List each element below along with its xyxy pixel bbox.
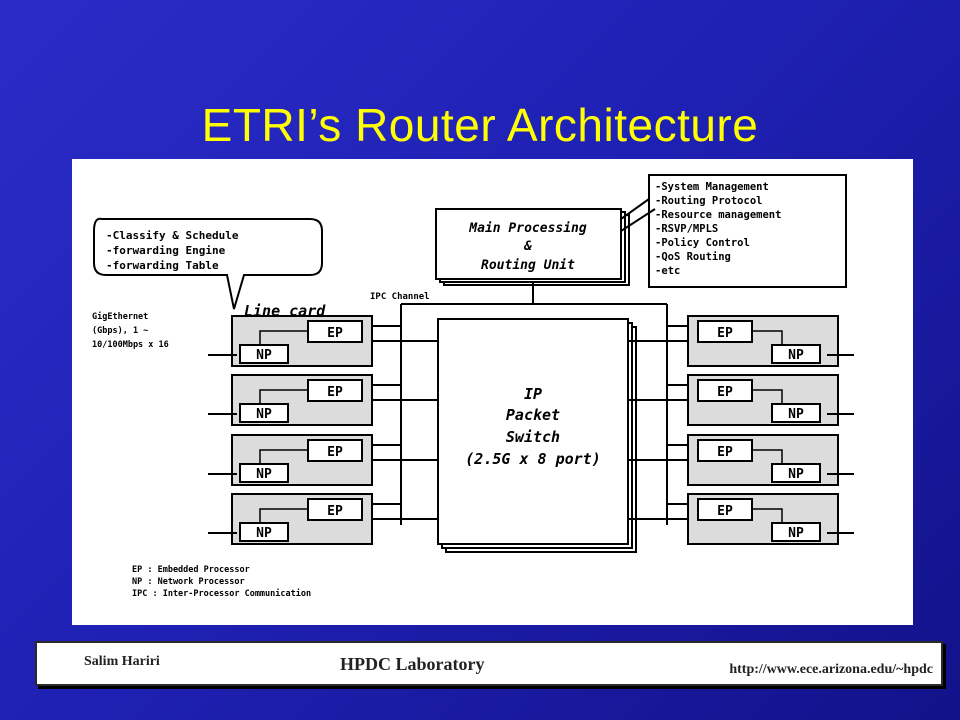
ep-np-link	[259, 508, 308, 523]
ep-box	[307, 498, 363, 521]
gige-label-line: 10/100Mbps x 16	[92, 340, 169, 350]
switch-label-line: Switch	[506, 428, 560, 446]
legend-item: NP : Network Processor	[132, 577, 245, 587]
ep-np-link	[744, 449, 783, 464]
ep-label: EP	[717, 445, 733, 460]
ep-box	[697, 379, 753, 402]
main-function-item: -etc	[655, 265, 680, 277]
main-function-item: -Routing Protocol	[655, 195, 762, 207]
gige-label-line: GigEthernet	[92, 311, 148, 322]
main-function-item: -QoS Routing	[655, 251, 731, 263]
ep-box	[307, 439, 363, 462]
np-box	[239, 463, 289, 483]
line-card-function: -forwarding Engine	[106, 244, 226, 257]
np-label: NP	[788, 407, 804, 422]
ep-np-link	[259, 389, 308, 404]
np-label: NP	[788, 526, 804, 541]
main-function-item: -System Management	[655, 181, 769, 193]
np-label: NP	[256, 526, 272, 541]
main-unit-line-2: &	[523, 239, 532, 254]
ep-label: EP	[327, 504, 343, 519]
ep-label: EP	[717, 504, 733, 519]
ep-np-link	[744, 330, 783, 345]
lab-name: HPDC Laboratory	[340, 654, 485, 674]
line-card-callout	[93, 217, 323, 310]
router-architecture-diagram: Main Processing & Routing Unit -System M…	[72, 159, 913, 625]
main-functions-list: -System Management -Routing Protocol -Re…	[655, 181, 781, 277]
np-box	[771, 522, 821, 542]
main-functions-callout	[648, 174, 847, 288]
ep-np-link	[259, 449, 308, 464]
line-card-function: -Classify & Schedule	[106, 229, 239, 242]
np-label: NP	[256, 348, 272, 363]
ep-box	[697, 439, 753, 462]
legend-item: IPC : Inter-Processor Communication	[132, 588, 311, 599]
main-function-item: -RSVP/MPLS	[655, 223, 718, 235]
switch-label-line: Packet	[506, 406, 560, 424]
legend-item: EP : Embedded Processor	[132, 565, 250, 575]
slide-title: ETRI’s Router Architecture	[201, 99, 759, 151]
ep-label: EP	[327, 326, 343, 341]
ep-np-link	[744, 508, 783, 523]
ep-label: EP	[327, 445, 343, 460]
ep-box	[697, 320, 753, 343]
main-function-item: -Resource management	[655, 209, 781, 221]
np-box	[771, 344, 821, 364]
ep-label: EP	[327, 385, 343, 400]
diagram-svg: Main Processing & Routing Unit -System M…	[92, 174, 854, 599]
main-unit-line-3: Routing Unit	[481, 258, 575, 273]
author-name: Salim Hariri	[84, 654, 160, 669]
ip-packet-switch	[437, 318, 629, 545]
ep-label: EP	[717, 385, 733, 400]
lab-url[interactable]: http://www.ece.arizona.edu/~hpdc	[729, 662, 933, 677]
ipc-channel-label: IPC Channel	[370, 292, 430, 302]
np-box	[771, 463, 821, 483]
ep-box	[697, 498, 753, 521]
ep-box	[307, 320, 363, 343]
np-label: NP	[788, 348, 804, 363]
line-cards: EP NP EP NP EP NP EP NP EP NP EP NP EP NP EP NP	[208, 315, 854, 545]
ep-box	[307, 379, 363, 402]
slide-footer: Salim Hariri HPDC Laboratory http://www.…	[35, 641, 943, 686]
np-box	[239, 344, 289, 364]
gige-label-line: (Gbps), 1 ~	[92, 326, 148, 336]
np-box	[239, 522, 289, 542]
switch-label-line: (2.5G x 8 port)	[465, 450, 600, 468]
main-processing-unit	[435, 208, 622, 280]
main-function-item: -Policy Control	[655, 237, 750, 249]
line-card-function: -forwarding Table	[106, 259, 219, 272]
np-label: NP	[788, 467, 804, 482]
np-label: NP	[256, 467, 272, 482]
np-label: NP	[256, 407, 272, 422]
np-box	[771, 403, 821, 423]
switch-label-line: IP	[524, 385, 542, 403]
ep-np-link	[259, 330, 308, 345]
ep-np-link	[744, 389, 783, 404]
main-unit-line-1: Main Processing	[468, 221, 587, 236]
ep-label: EP	[717, 326, 733, 341]
np-box	[239, 403, 289, 423]
